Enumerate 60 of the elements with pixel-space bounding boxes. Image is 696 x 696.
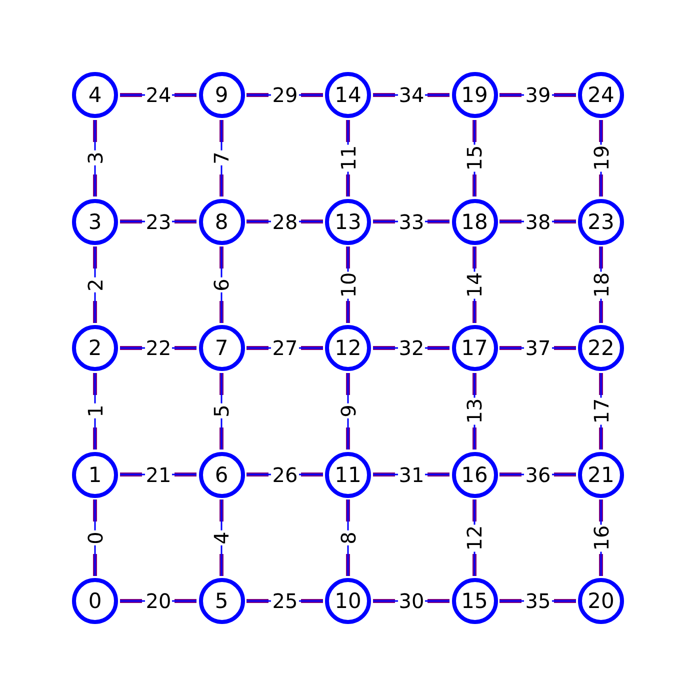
edge-line — [346, 373, 350, 450]
node-circle — [198, 72, 244, 118]
node-label: 6 — [214, 462, 228, 486]
node-circle — [198, 452, 244, 498]
node-circle — [325, 198, 371, 244]
edge-line — [220, 373, 224, 450]
edge-line — [93, 246, 97, 323]
edge-line — [220, 120, 224, 196]
node-label: 10 — [334, 589, 362, 613]
node-circle — [325, 452, 371, 498]
node-label: 21 — [588, 462, 614, 486]
node-label: 24 — [588, 83, 614, 107]
node-circle — [72, 578, 118, 624]
node-label: 20 — [588, 589, 614, 613]
node-circle — [198, 198, 244, 244]
node-label: 11 — [334, 462, 362, 486]
node-circle — [198, 325, 244, 371]
node-label: 5 — [214, 589, 228, 613]
edge-line — [93, 500, 97, 576]
node-label: 19 — [461, 83, 488, 107]
node-label: 17 — [461, 336, 488, 360]
node-label: 18 — [461, 210, 488, 234]
node-circle — [198, 578, 244, 624]
node-circle — [578, 452, 624, 498]
node-circle — [578, 72, 624, 118]
node-label: 13 — [334, 210, 362, 234]
node-label: 4 — [88, 83, 102, 107]
edge-line — [93, 373, 97, 450]
node-circle — [578, 325, 624, 371]
node-circle — [452, 452, 498, 498]
node-label: 2 — [88, 336, 102, 360]
node-label: 23 — [588, 210, 614, 234]
node-circle — [452, 578, 498, 624]
node-label: 9 — [214, 83, 228, 107]
node-circle — [325, 325, 371, 371]
node-label: 12 — [334, 336, 362, 360]
node-label: 15 — [461, 589, 488, 613]
edge-line — [220, 246, 224, 323]
edge-line — [93, 120, 97, 196]
node-label: 3 — [88, 210, 102, 234]
edge-line — [220, 500, 224, 576]
node-circle — [72, 452, 118, 498]
node-circle — [72, 72, 118, 118]
node-label: 7 — [214, 336, 228, 360]
node-circle — [578, 198, 624, 244]
node-circle — [452, 198, 498, 244]
node-circle — [325, 578, 371, 624]
node-circle — [452, 325, 498, 371]
node-label: 14 — [334, 83, 362, 107]
edge-line — [346, 500, 350, 576]
node-label: 0 — [88, 589, 102, 613]
node-circle — [452, 72, 498, 118]
node-label: 1 — [88, 462, 102, 486]
node-circle — [325, 72, 371, 118]
node-label: 22 — [588, 336, 614, 360]
node-circle — [72, 325, 118, 371]
node-circle — [72, 198, 118, 244]
node-label: 8 — [214, 210, 228, 234]
node-label: 16 — [461, 462, 488, 486]
node-circle — [578, 578, 624, 624]
